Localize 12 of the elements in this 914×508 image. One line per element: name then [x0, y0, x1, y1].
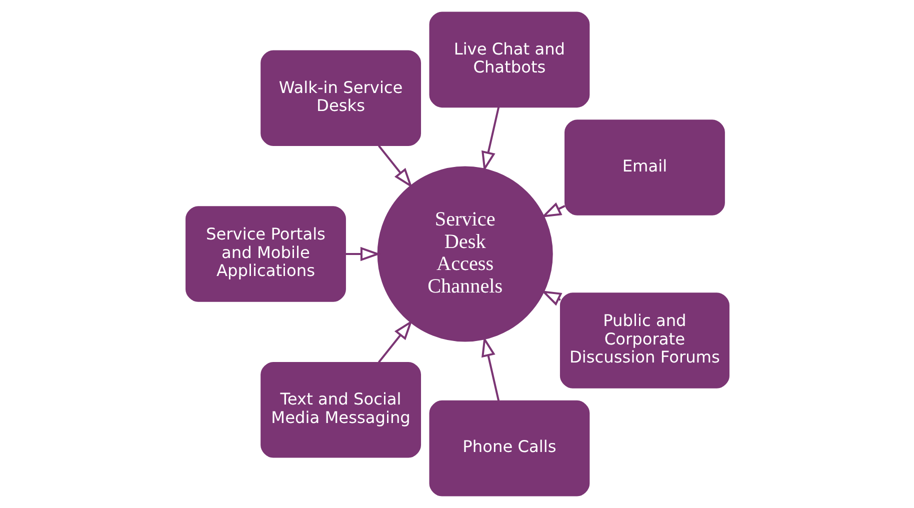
node-box: Email	[564, 120, 724, 216]
arrow	[377, 145, 412, 188]
node-box: Live Chat and Chatbots	[428, 12, 590, 108]
arrow	[345, 246, 380, 262]
node-box: Walk-in Service Desks	[260, 50, 421, 146]
arrow	[481, 106, 500, 172]
node-box: Service Portals and Mobile Applications	[185, 206, 346, 302]
node-box: Phone Calls	[428, 400, 590, 496]
node-box: Public and Corporate Discussion Forums	[559, 292, 729, 388]
node-box: Text and Social Media Messaging	[260, 362, 421, 458]
arrow	[481, 336, 500, 402]
arrow	[377, 320, 412, 363]
